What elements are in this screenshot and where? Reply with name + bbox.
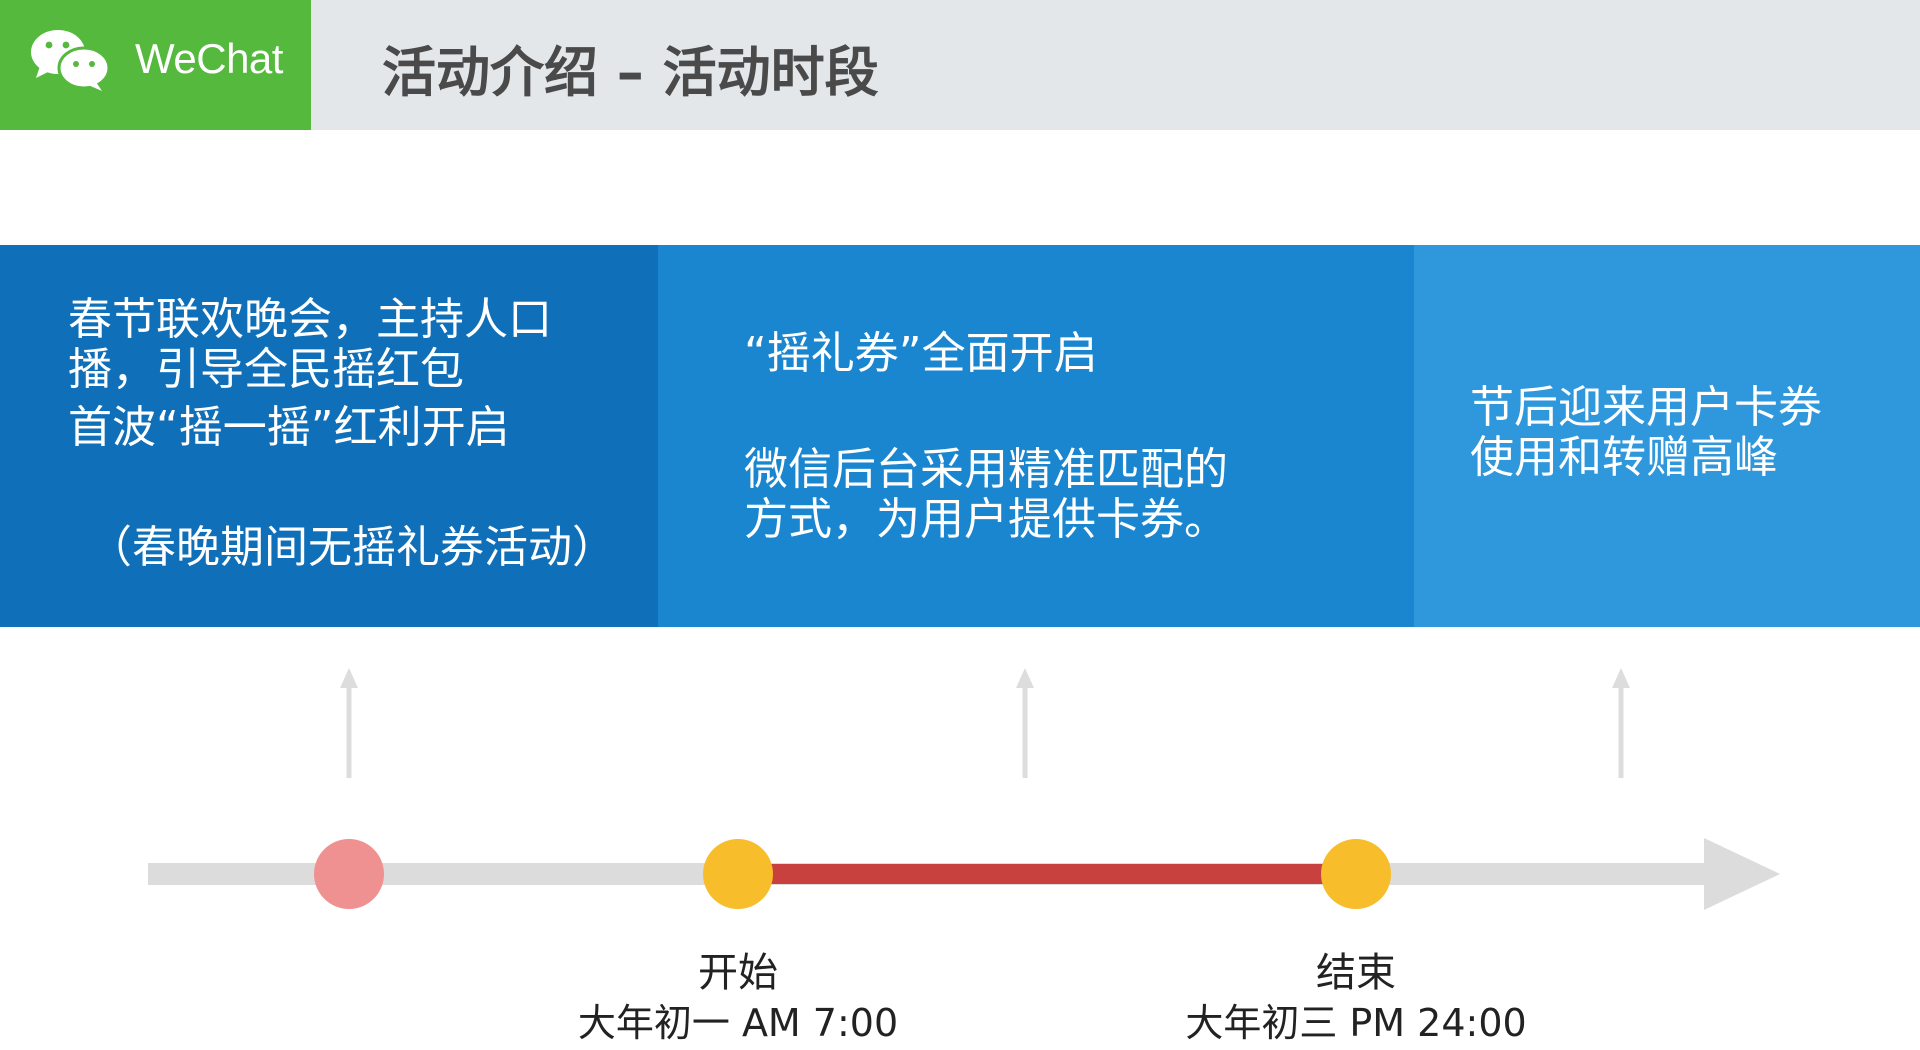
- panel-text: 方式，为用户提供卡券。: [744, 494, 1228, 545]
- start-label: 开始: [698, 950, 778, 996]
- timeline-arrow-head: [1704, 838, 1780, 910]
- phase-panel-coupons: “摇礼券”全面开启 微信后台采用精准匹配的 方式，为用户提供卡券。: [658, 245, 1414, 627]
- header-bar: WeChat 活动介绍 – 活动时段: [0, 0, 1920, 130]
- end-time: 大年初三 PM 24:00: [1185, 1001, 1527, 1045]
- panel-text: 春节联欢晚会，主持人口: [68, 294, 552, 345]
- page-title: 活动介绍 – 活动时段: [382, 41, 879, 104]
- panel-text: 首波“摇一摇”红利开启: [68, 402, 510, 453]
- panel-text: 微信后台采用精准匹配的: [744, 444, 1228, 495]
- brand-name: WeChat: [135, 35, 283, 82]
- end-label: 结束: [1316, 950, 1396, 996]
- end-milestone: [1321, 839, 1391, 909]
- active-period-segment: [738, 864, 1356, 884]
- panel-text: 使用和转赠高峰: [1470, 432, 1778, 483]
- panel-text: 播，引导全民摇红包: [68, 344, 464, 395]
- start-time: 大年初一 AM 7:00: [577, 1001, 899, 1045]
- phase-3-arrow-head: [1612, 668, 1630, 688]
- gala-marker: [314, 839, 384, 909]
- phase-panel-gala: 春节联欢晚会，主持人口 播，引导全民摇红包 首波“摇一摇”红利开启 （春晚期间无…: [0, 245, 658, 627]
- start-milestone: [703, 839, 773, 909]
- phase-2-arrow-head: [1016, 668, 1034, 688]
- panel-text: 节后迎来用户卡券: [1470, 382, 1822, 433]
- wechat-bubbles-icon: [31, 30, 111, 91]
- wechat-logo: WeChat: [0, 0, 311, 130]
- phase-1-arrow-head: [340, 668, 358, 688]
- phase-panel-after-festival: 节后迎来用户卡券 使用和转赠高峰: [1414, 245, 1920, 627]
- panel-note: （春晚期间无摇礼券活动）: [88, 522, 616, 573]
- panel-text: “摇礼券”全面开启: [744, 328, 1098, 379]
